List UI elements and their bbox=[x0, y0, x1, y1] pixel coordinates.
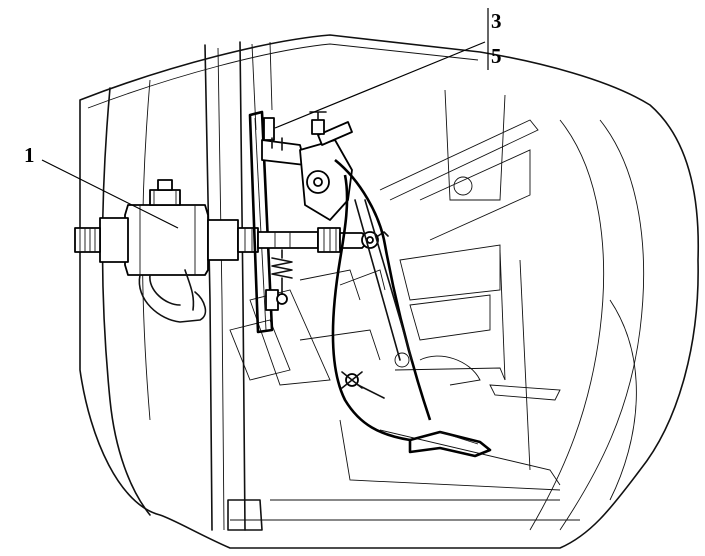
callout-label-5: 5 bbox=[491, 44, 502, 68]
firewall-panel bbox=[101, 41, 580, 531]
leader-lines bbox=[41, 8, 489, 229]
mounting-plate bbox=[248, 110, 306, 334]
cab-body-outline bbox=[79, 34, 700, 549]
callout-label-1: 1 bbox=[24, 143, 35, 167]
return-spring bbox=[271, 249, 293, 305]
pedal-bracket bbox=[299, 111, 353, 221]
callout-label-3: 3 bbox=[491, 9, 502, 33]
floor-pedal-outlines bbox=[229, 89, 561, 491]
push-rod bbox=[257, 227, 389, 253]
master-cylinder bbox=[74, 179, 259, 323]
clutch-pedal-arm bbox=[331, 158, 492, 458]
